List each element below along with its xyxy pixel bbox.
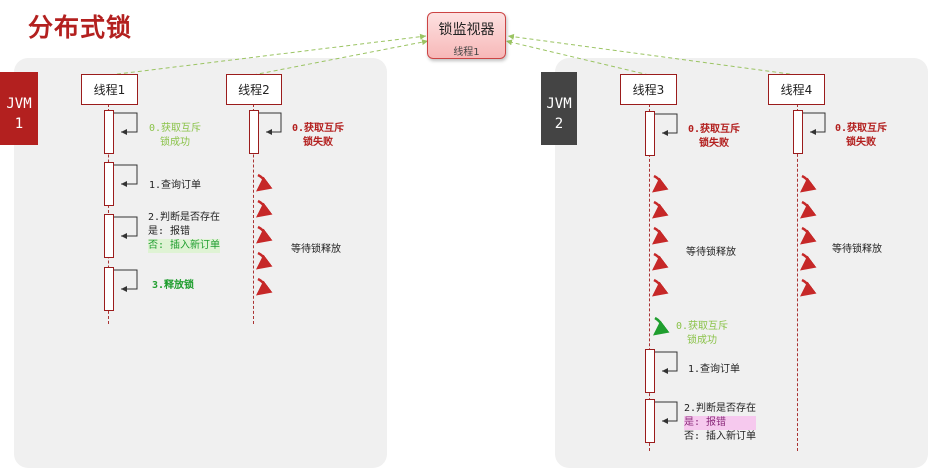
thread3-lifeline (649, 104, 650, 451)
jvm1-panel (14, 58, 387, 468)
thread2-lifeline (253, 104, 254, 324)
monitor-request-arrows (109, 33, 798, 76)
t1-release-label: 3.释放锁 (152, 280, 195, 291)
monitor-title: 锁监视器 (438, 22, 495, 38)
wait-arcs-thread4 (800, 174, 817, 297)
page-title: 分布式锁 (28, 13, 133, 42)
t4-activation-acquire (793, 110, 803, 154)
thread2-box: 线程2 (226, 74, 282, 105)
t3-activation-query (645, 349, 655, 393)
t4-wait-label: 等待锁释放 (832, 244, 882, 255)
acquire-arc-thread3 (653, 316, 670, 336)
jvm2-label: JVM (546, 96, 572, 112)
t1-activation-query (104, 162, 114, 206)
t1-activation-release (104, 267, 114, 311)
t3-wait-label: 等待锁释放 (686, 247, 736, 258)
t2-acquire-fail-label: 0.获取互斥 锁失败 (292, 123, 345, 148)
t3-acquire-success-label: 0.获取互斥 锁成功 (676, 321, 729, 346)
jvm2-number: 2 (554, 116, 564, 132)
t2-activation-acquire (249, 110, 259, 154)
jvm1-number: 1 (14, 116, 24, 132)
thread1-box: 线程1 (81, 74, 138, 105)
jvm1-tag: JVM 1 (0, 72, 38, 145)
jvm1-label: JVM (6, 96, 32, 112)
diagram-connectors (109, 33, 826, 424)
thread4-box: 线程4 (768, 74, 825, 105)
wait-arcs-thread2 (256, 173, 273, 296)
t1-judge-label: 2.判断是否存在 是: 报错 否: 插入新订单 (148, 212, 221, 253)
t3-activation-judge (645, 399, 655, 443)
t4-acquire-fail-label: 0.获取互斥 锁失败 (835, 123, 888, 148)
t1-activation-judge (104, 214, 114, 258)
thread3-box: 线程3 (620, 74, 677, 105)
t3-query-label: 1.查询订单 (688, 364, 741, 375)
self-call-arrows (110, 112, 826, 424)
jvm2-panel (555, 58, 928, 468)
monitor-owner: 线程1 (453, 47, 480, 58)
wait-arcs-thread3 (652, 174, 669, 297)
jvm2-tag: JVM 2 (541, 72, 577, 145)
lock-monitor: 锁监视器 线程1 (427, 12, 506, 59)
t1-query-label: 1.查询订单 (149, 180, 202, 191)
thread4-lifeline (797, 104, 798, 451)
t2-wait-label: 等待锁释放 (291, 244, 341, 255)
t3-acquire-fail-label: 0.获取互斥 锁失败 (688, 124, 741, 149)
t3-activation-acquire (645, 111, 655, 156)
t1-acquire-label: 0.获取互斥 锁成功 (149, 123, 202, 148)
t3-judge-label: 2.判断是否存在 是: 报错 否: 插入新订单 (684, 403, 757, 442)
t1-activation-acquire (104, 110, 114, 154)
